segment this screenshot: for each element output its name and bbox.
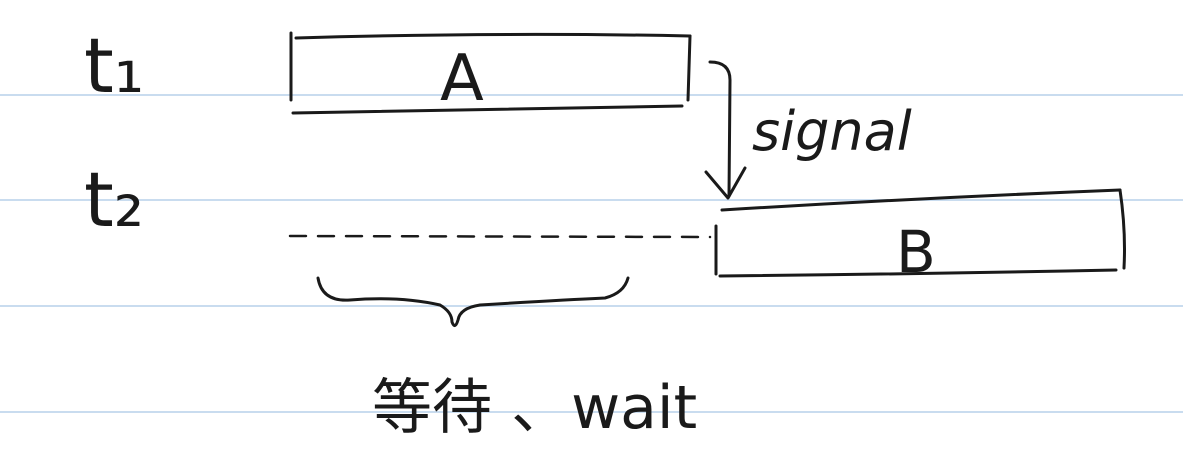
task-a-label: A (440, 42, 484, 116)
wait-label: 等待 、wait (372, 373, 697, 443)
signal-label: signal (752, 100, 912, 163)
wait-brace (316, 276, 630, 327)
signal-arrow (704, 60, 747, 200)
thread-label-t1: t₁ (84, 21, 144, 110)
task-b-label: B (896, 218, 936, 286)
waiting-dashed-line (288, 234, 712, 239)
task-a-box (289, 31, 692, 115)
thread-label-t2: t₂ (84, 155, 144, 244)
task-b-box (714, 188, 1126, 278)
ruled-lines (0, 94, 1183, 413)
